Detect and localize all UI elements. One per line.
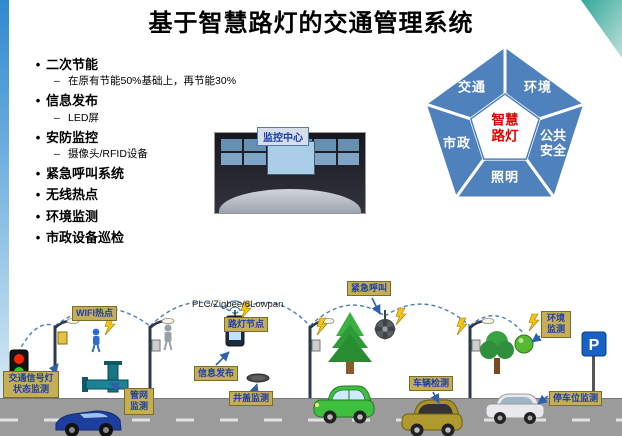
power-bolt-icon: [456, 317, 468, 336]
pentagon-label-lighting: 照明: [490, 169, 520, 185]
sub-bullet-label: 在原有节能50%基础上，再节能30%: [68, 75, 237, 88]
bullet-marker: [30, 230, 46, 246]
pentagon-label-environment: 环境: [523, 79, 553, 95]
tag-parking-monitor: 停车位监测: [549, 391, 603, 407]
bullet-marker: [30, 130, 46, 146]
wall-screen: [337, 153, 359, 165]
pentagon-label-public-safety: 公共安全: [539, 128, 566, 158]
power-bolt-icon: [528, 313, 540, 332]
bullet-label: 二次节能: [46, 57, 99, 72]
wall-screen: [337, 139, 359, 151]
pedestrian: [163, 324, 173, 351]
car-olive: [401, 399, 463, 436]
tag-environment-monitor: 环境监测: [541, 311, 571, 338]
wall-screen: [314, 139, 336, 151]
bullet-marker: [30, 209, 46, 225]
bullet-item: 市政设备巡检: [30, 230, 310, 246]
bullet-item: 信息发布: [30, 93, 310, 109]
lamp-arms: [54, 319, 487, 329]
tag-wifi-hotspot: WIFI热点: [72, 306, 117, 322]
tag-pipeline-monitor: 管网监测: [124, 388, 154, 415]
sub-bullet-marker: [54, 112, 68, 125]
pole-device: [151, 339, 161, 352]
tag-traffic-signal-monitor: 交通信号灯状态监测: [3, 371, 59, 398]
bullet-label: 市政设备巡检: [46, 229, 125, 245]
main-screen: [267, 141, 315, 175]
street-scene: P: [0, 297, 622, 436]
bullet-marker: [30, 93, 46, 109]
wall-screen: [314, 153, 336, 165]
emergency-speaker: [374, 310, 396, 340]
signal-controller-box: [57, 331, 68, 345]
screen-wall: [221, 139, 359, 179]
slide-title: 基于智慧路灯的交通管理系统: [148, 10, 474, 37]
tag-lamp-node: 路灯节点: [224, 317, 269, 333]
sub-bullet: 在原有节能50%基础上，再节能30%: [54, 75, 310, 88]
bullet-item: 环境监测: [30, 209, 310, 225]
bullet-label: 无线热点: [46, 187, 99, 203]
sub-bullet-marker: [54, 75, 68, 88]
tag-manhole-monitor: 井盖监测: [229, 391, 274, 407]
underground-pipes: [82, 361, 129, 393]
pentagon-label-municipal: 市政: [442, 135, 472, 151]
feature-list: 二次节能 在原有节能50%基础上，再节能30% 信息发布 LED屏 安防监控 摄…: [30, 52, 310, 248]
tag-vehicle-detect: 车辆检测: [409, 376, 454, 392]
car-blue: [55, 410, 122, 436]
environment-sensor: [514, 334, 534, 354]
wall-screen: [221, 153, 243, 165]
bullet-label: 环境监测: [46, 208, 99, 224]
pentagon-diagram: [423, 44, 587, 200]
pointer-arrows: [48, 297, 549, 405]
control-desk: [219, 189, 361, 213]
power-bolt-icon: [395, 307, 407, 326]
sub-bullet-marker: [54, 148, 68, 161]
wall-screen: [244, 153, 266, 165]
street-lamp-poles: [53, 326, 472, 398]
left-accent-bar: [0, 0, 9, 436]
pentagon-label-traffic: 交通: [457, 79, 487, 95]
sub-bullet-label: 摄像头/RFID设备: [68, 148, 148, 160]
sub-bullet: LED屏: [54, 112, 310, 125]
tag-emergency-call: 紧急呼叫: [347, 281, 392, 297]
bullet-item: 二次节能: [30, 57, 310, 73]
pole-device: [471, 339, 481, 352]
car-green: [313, 385, 375, 424]
monitor-center-label: 监控中心: [257, 127, 309, 146]
parking-sign-letter: P: [589, 337, 600, 354]
car-white: [485, 393, 545, 424]
parking-sign: P: [581, 331, 607, 398]
label-protocol: PLC/Zigbee/6Lowpan: [192, 299, 284, 310]
bullet-label: 安防监控: [46, 129, 99, 145]
manhole-cover: [246, 373, 270, 383]
bullet-label: 紧急呼叫系统: [46, 166, 125, 182]
pentagon-center: [469, 93, 541, 160]
bullet-item: 无线热点: [30, 187, 310, 203]
bullet-item: 紧急呼叫系统: [30, 166, 310, 182]
bullet-item: 安防监控: [30, 130, 310, 146]
round-tree: [480, 331, 514, 374]
pentagon-center-label: 智慧路灯: [491, 112, 519, 143]
pedestrian: [91, 328, 101, 353]
pine-tree: [328, 312, 372, 374]
lamp-heads: [66, 318, 495, 325]
control-room-photo: [214, 132, 366, 214]
bullet-marker: [30, 57, 46, 73]
tag-info-publish: 信息发布: [194, 366, 239, 382]
bullet-marker: [30, 166, 46, 182]
bullet-marker: [30, 187, 46, 203]
pole-device: [311, 339, 321, 352]
corner-decoration: [581, 0, 622, 58]
sub-bullet: 摄像头/RFID设备: [54, 148, 310, 161]
sub-bullet-label: LED屏: [68, 111, 99, 124]
wall-screen: [221, 139, 243, 151]
bullet-label: 信息发布: [46, 93, 99, 109]
